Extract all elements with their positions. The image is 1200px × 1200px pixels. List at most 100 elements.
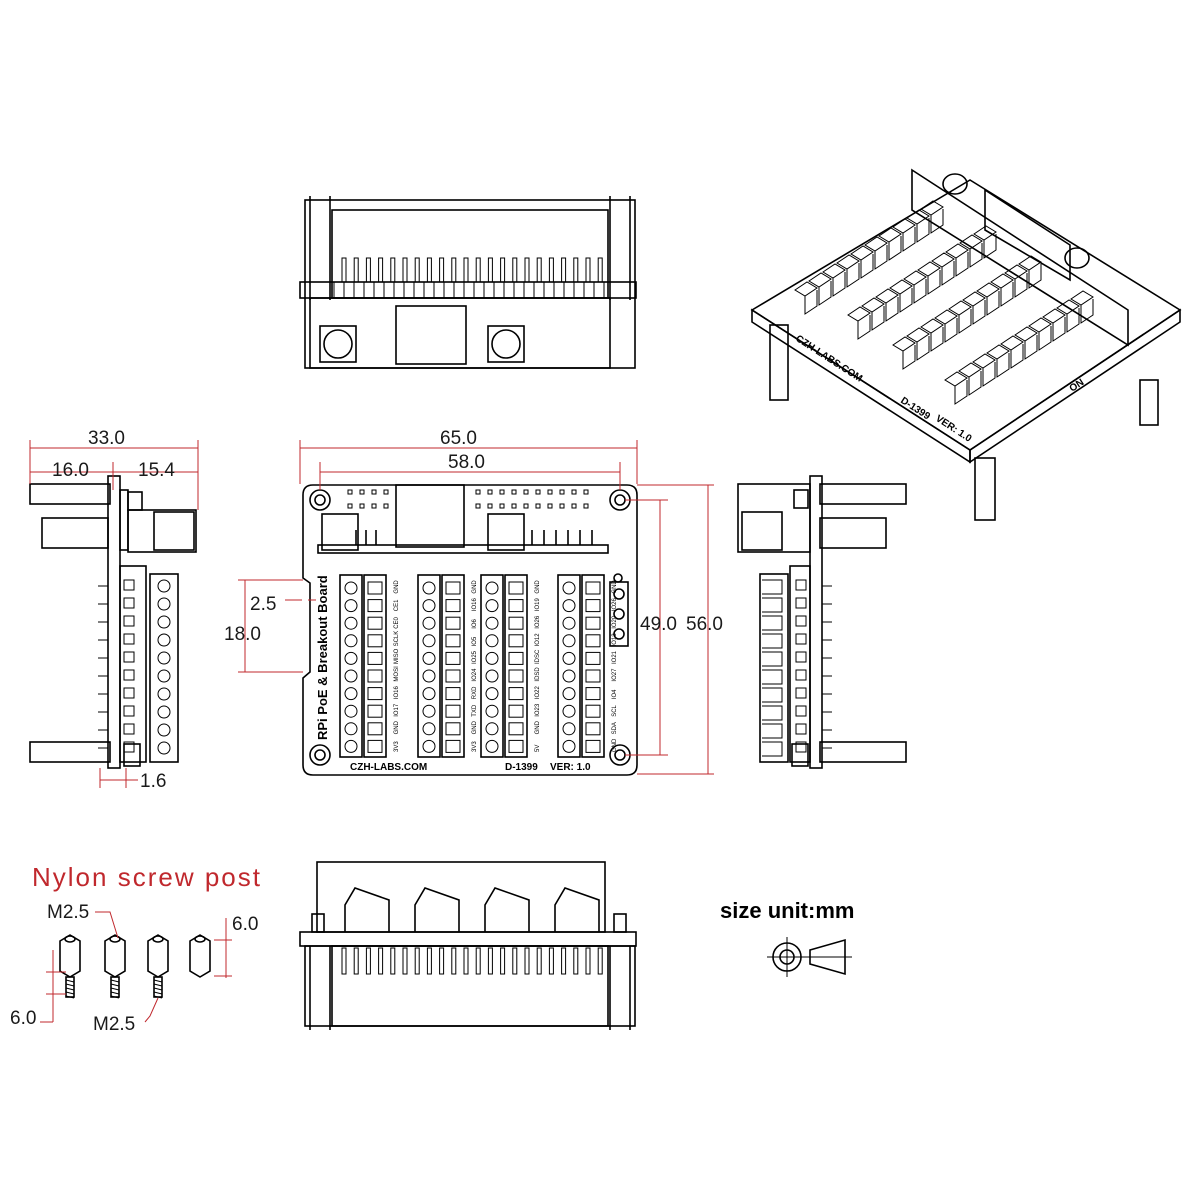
- terminal-label: IO6: [472, 618, 478, 628]
- wire-clamp: [508, 616, 524, 630]
- iso-terminal: [962, 291, 986, 307]
- heatsink-fin: [512, 947, 518, 975]
- dim-notch-depth: 2.5: [250, 594, 276, 615]
- gpio-pad: [383, 489, 389, 495]
- screw-terminal: [485, 687, 499, 701]
- iso-terminal: [920, 200, 944, 216]
- heatsink-fin: [378, 947, 384, 975]
- wire-clamp: [367, 616, 383, 630]
- gpio-pad: [523, 489, 529, 495]
- terminal-label: IDSC: [535, 649, 541, 664]
- gpio-pad: [547, 489, 553, 495]
- post-height-left-label: 6.0: [10, 1008, 36, 1029]
- thread-line: [153, 995, 163, 999]
- heatsink-fin: [500, 257, 506, 283]
- side-screw: [157, 651, 171, 665]
- board-model-label: D-1399: [505, 762, 538, 773]
- screw-terminal: [485, 651, 499, 665]
- iso-terminal: [808, 272, 832, 288]
- screw-terminal: [562, 581, 576, 595]
- terminal-label: IO17: [394, 703, 400, 717]
- side-pin: [123, 651, 135, 663]
- terminal-label: IO25: [472, 650, 478, 664]
- iso-terminal-side: [913, 279, 927, 304]
- wire-clamp: [445, 739, 461, 753]
- side-pin: [123, 723, 135, 735]
- iso-terminal-side: [902, 227, 916, 252]
- side-pin: [795, 741, 807, 753]
- iso-terminal: [1042, 308, 1066, 324]
- wire-clamp: [585, 599, 601, 613]
- iso-terminal: [990, 273, 1014, 289]
- iso-terminal-side: [968, 371, 982, 396]
- screw-terminal: [562, 634, 576, 648]
- heatsink-fin: [439, 947, 445, 975]
- terminal-label: SCLK: [394, 631, 400, 647]
- screw-terminal: [562, 669, 576, 683]
- terminal-block-profile: [484, 887, 530, 932]
- gpio-pad: [371, 503, 377, 509]
- screw-terminal: [485, 599, 499, 613]
- terminal-label: MOSI: [394, 666, 400, 682]
- thread-line: [65, 991, 75, 995]
- heatsink-fin: [341, 257, 347, 283]
- gpio-pad: [359, 489, 365, 495]
- post-height-top-label: 6.0: [232, 914, 258, 935]
- heatsink-fin: [414, 947, 420, 975]
- gpio-pad: [583, 489, 589, 495]
- standoff-hole: [152, 935, 164, 943]
- terminal-block-body: [441, 574, 465, 758]
- iso-terminal: [836, 254, 860, 270]
- wire-clamp: [508, 722, 524, 736]
- post-thread-bottom-label: M2.5: [93, 1014, 135, 1035]
- gpio-pad: [359, 503, 365, 509]
- terminal-block-profile: [554, 887, 600, 932]
- gpio-pad: [523, 503, 529, 509]
- iso-terminal-side: [1066, 308, 1080, 333]
- terminal-label: IO16: [472, 598, 478, 612]
- standoff-body: [59, 934, 81, 978]
- iso-terminal: [986, 344, 1010, 360]
- iso-terminal: [861, 297, 885, 313]
- screw-terminal: [422, 599, 436, 613]
- gpio-pad: [547, 503, 553, 509]
- screw-terminal: [562, 651, 576, 665]
- iso-terminal: [944, 371, 968, 387]
- side-pin: [795, 615, 807, 627]
- iso-terminal-side: [916, 336, 930, 361]
- heatsink-fin: [365, 947, 371, 975]
- screw-terminal: [344, 669, 358, 683]
- heatsink-fin: [500, 947, 506, 975]
- side-pin: [795, 723, 807, 735]
- post-thread-top-label: M2.5: [47, 902, 89, 923]
- iso-terminal-side: [860, 254, 874, 279]
- terminal-block-profile: [414, 887, 460, 932]
- wire-clamp: [445, 704, 461, 718]
- heatsink-fin: [548, 947, 554, 975]
- heatsink-fin: [585, 947, 591, 975]
- iso-terminal-side: [899, 288, 913, 313]
- wire-clamp: [445, 581, 461, 595]
- terminal-label: IO21: [612, 650, 618, 664]
- iso-terminal-side: [1010, 344, 1024, 369]
- iso-terminal-side: [818, 281, 832, 306]
- wire-clamp: [445, 651, 461, 665]
- screw-terminal: [422, 669, 436, 683]
- terminal-label: IO26: [612, 598, 618, 612]
- wire-clamp: [585, 634, 601, 648]
- thread-line: [153, 987, 163, 991]
- gpio-pad: [475, 489, 481, 495]
- side-terminal: [762, 669, 783, 685]
- iso-terminal: [1070, 290, 1094, 306]
- iso-terminal-side: [996, 353, 1010, 378]
- wire-clamp: [367, 669, 383, 683]
- terminal-label: IO13: [612, 633, 618, 647]
- gpio-pad: [499, 489, 505, 495]
- thread-line: [153, 983, 163, 987]
- thread-line: [110, 987, 120, 991]
- side-screw: [157, 579, 171, 593]
- dim-side-right: 15.4: [138, 460, 175, 481]
- screw-terminal: [422, 687, 436, 701]
- terminal-label: RXD: [472, 686, 478, 699]
- gpio-pad: [487, 489, 493, 495]
